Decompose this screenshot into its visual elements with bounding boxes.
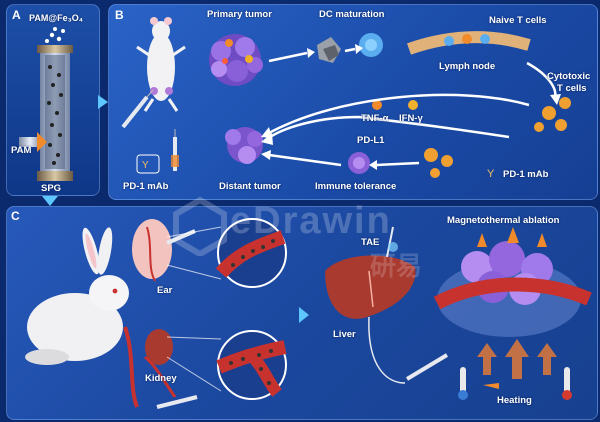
distant-tumor <box>225 127 263 164</box>
spg-label: SPG <box>41 183 62 194</box>
heating-arrows <box>477 339 557 379</box>
hot-thermometer-icon <box>562 367 572 400</box>
pam-inlet-arrow <box>37 132 47 152</box>
kidney-label: Kidney <box>145 373 177 384</box>
ear-closeup <box>132 219 196 282</box>
output-particles <box>45 27 65 43</box>
pd1-mab-right-label: PD-1 mAb <box>503 169 549 180</box>
mouse-illustration <box>136 17 186 112</box>
distant-tumor-label: Distant tumor <box>219 181 281 192</box>
liver-label: Liver <box>333 329 356 340</box>
heating-direction-arrow <box>483 383 499 389</box>
cytotoxic-t-cells <box>534 97 571 132</box>
panel-b-graphic: Y <box>121 17 571 180</box>
ifn-label: IFN-γ <box>399 113 423 124</box>
dc-maturation-label: DC maturation <box>319 9 385 20</box>
primary-tumor-label: Primary tumor <box>207 9 272 20</box>
panel-a-graphic <box>19 27 73 181</box>
pd-l1-label: PD-L1 <box>357 135 385 146</box>
primary-tumor <box>209 34 263 86</box>
zoom-lines <box>166 226 222 392</box>
panel-b-letter: B <box>115 8 124 22</box>
pd1-mab-left-label: PD-1 mAb <box>123 181 169 192</box>
ear-label: Ear <box>157 285 173 296</box>
pam-inlet-pipe <box>19 137 41 147</box>
naive-t-cells <box>444 34 490 46</box>
t-cells-pd1 <box>424 148 453 178</box>
liver-illustration <box>325 226 416 319</box>
cytotoxic-label-line2: T cells <box>557 83 587 94</box>
svg-text:Y: Y <box>142 160 149 171</box>
dc-maturation-cells <box>317 33 383 63</box>
cold-thermometer-icon <box>458 367 468 400</box>
arrow-heads <box>261 44 561 170</box>
kidney-illustration <box>123 326 198 409</box>
pam-label: PAM <box>11 145 32 156</box>
tae-label: TAE <box>361 237 380 248</box>
column-particles <box>47 65 63 165</box>
lymph-node-label: Lymph node <box>439 61 496 72</box>
ifn-molecule <box>408 100 418 110</box>
magnetothermal-label: Magnetothermal ablation <box>447 215 560 226</box>
panel-b: Y <box>108 4 598 200</box>
kidney-vessel-particles <box>229 349 273 385</box>
panel-c: C Ear Kidney TAE Liver Magnetothermal ab… <box>6 206 598 420</box>
cytotoxic-label-line1: Cytotoxic <box>547 71 591 82</box>
arrow-a-to-c <box>42 196 58 206</box>
svg-text:Y: Y <box>487 168 495 180</box>
panel-a: A PAM@Fe₃O₄ PAM SPG <box>6 4 100 196</box>
pd1-antibody-box <box>136 154 160 174</box>
column-top-cap <box>37 45 73 53</box>
panel-c-letter: C <box>11 209 20 223</box>
syringe-pd1 <box>171 129 179 171</box>
immune-tolerance-label: Immune tolerance <box>315 181 397 192</box>
tnf-label: TNF-α <box>361 113 389 124</box>
heating-label: Heating <box>497 395 532 406</box>
naive-t-cells-label: Naive T cells <box>489 15 547 26</box>
panel-c-graphic <box>25 218 592 409</box>
immune-tolerance-cell <box>348 152 370 174</box>
catheter-line <box>368 316 406 384</box>
ablation-tumor <box>433 227 592 337</box>
pam-fe3o4-label: PAM@Fe₃O₄ <box>29 13 84 23</box>
panel-a-letter: A <box>12 8 21 22</box>
column-bottom-cap <box>37 171 73 181</box>
liver-syringe <box>405 353 449 381</box>
arrow-to-liver <box>299 307 309 323</box>
rabbit-illustration <box>25 227 129 365</box>
tnf-molecule <box>372 100 382 110</box>
syringe-mouse <box>121 89 154 129</box>
ear-vessel-particles <box>231 239 275 267</box>
